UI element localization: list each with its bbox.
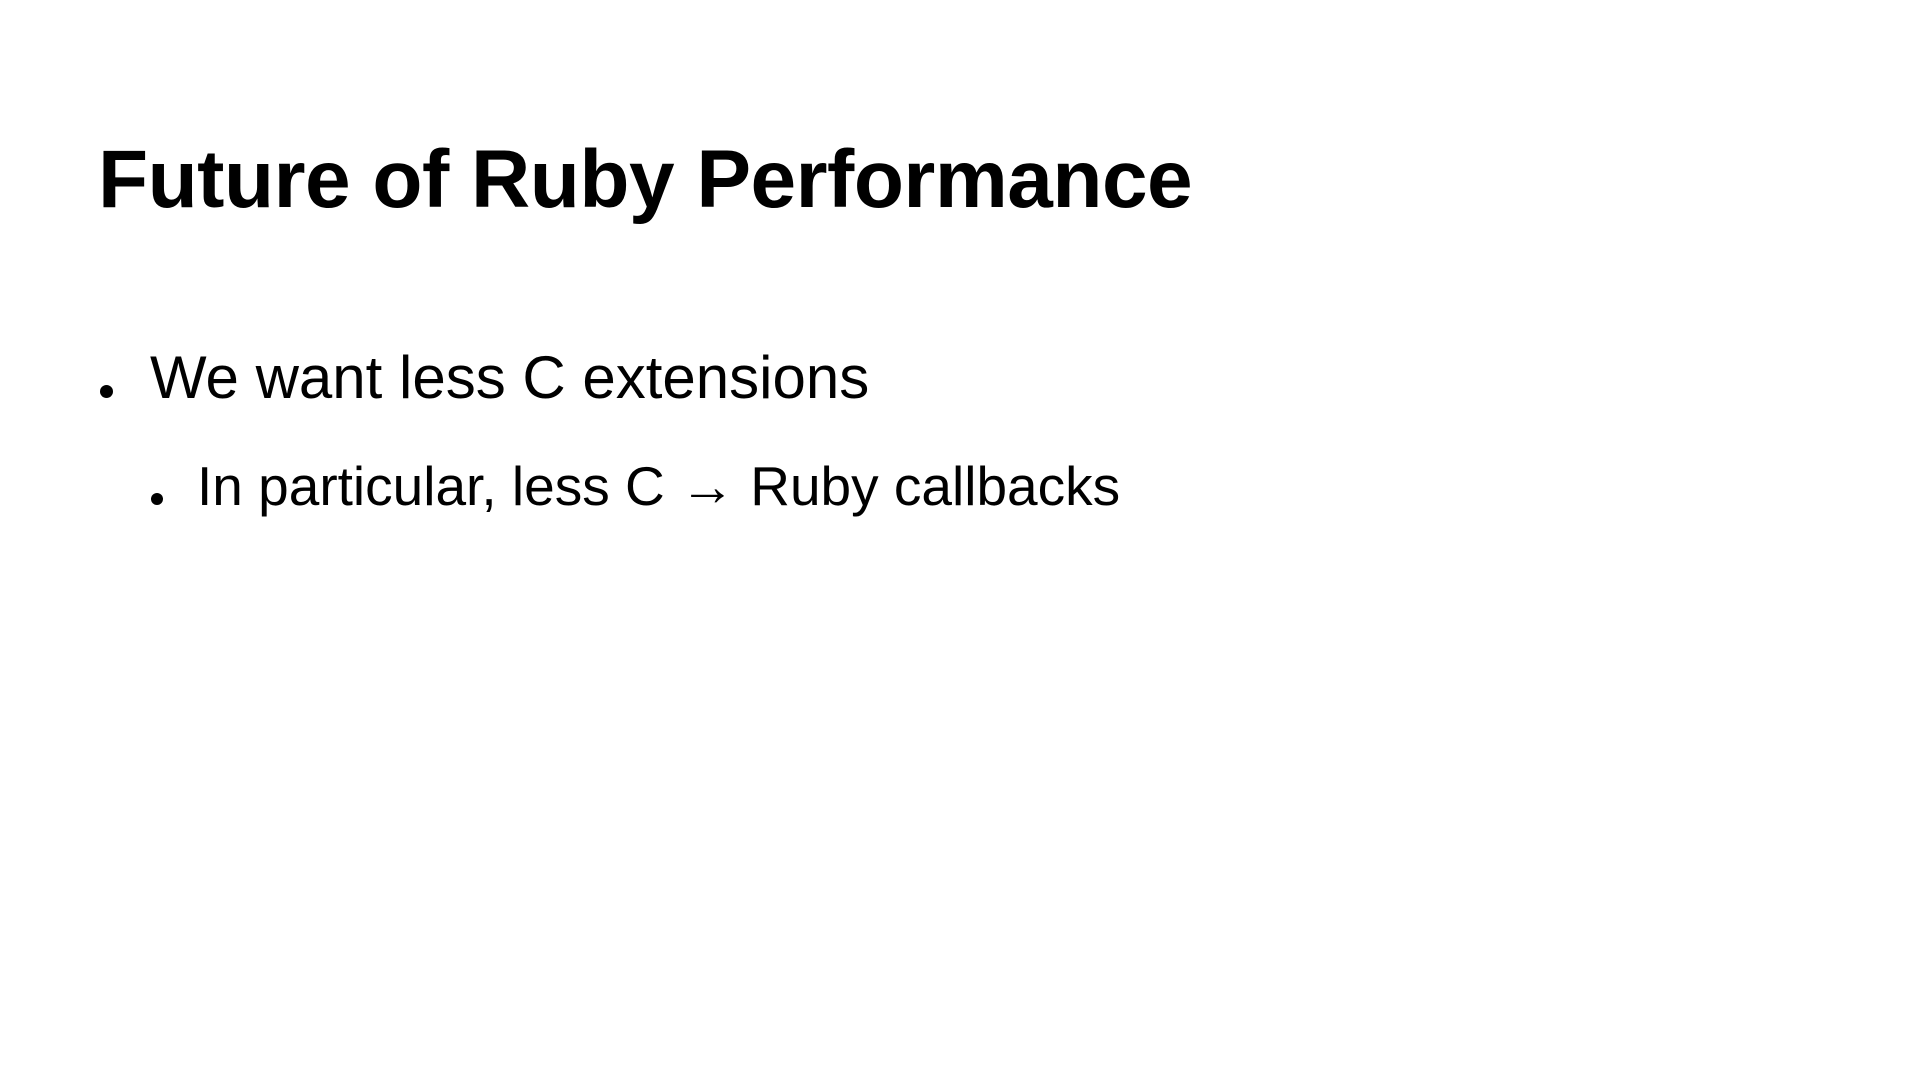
list-item-label: In particular, less C → Ruby callbacks	[197, 455, 1121, 517]
list-item: In particular, less C → Ruby callbacks	[151, 456, 1120, 519]
bullet-dot-icon	[100, 385, 150, 414]
bullet-dot-icon	[151, 493, 197, 519]
list-item: We want less C extensions	[100, 345, 869, 414]
list-item-label: We want less C extensions	[150, 344, 870, 411]
page-title: Future of Ruby Performance	[98, 133, 1193, 225]
